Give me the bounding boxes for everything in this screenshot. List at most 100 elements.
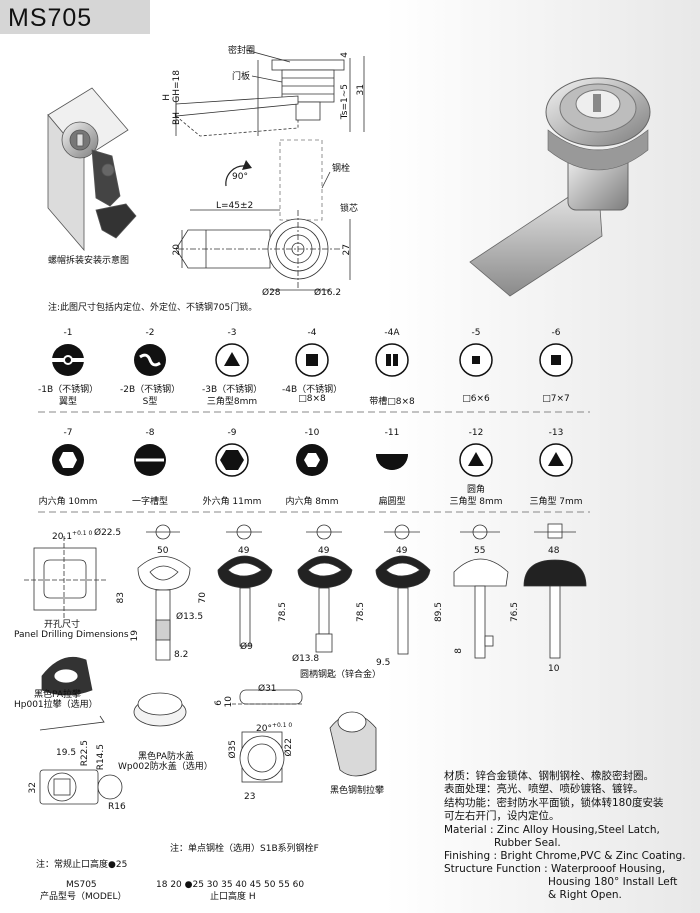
rotation-label: 90° — [232, 172, 248, 182]
wp002-en: Wp002防水盖（选用） — [118, 762, 213, 772]
insert-name-line1: 圆角 — [466, 485, 485, 495]
drill-en-label: Panel Drilling Dimensions — [14, 630, 129, 640]
accessories — [39, 656, 377, 805]
install-caption: 螺帽拆装安装示意图 — [48, 256, 130, 266]
insert-wing-icon — [48, 340, 88, 384]
page-title: MS705 — [8, 4, 93, 32]
side-view — [175, 49, 365, 137]
latch-dashed — [279, 139, 323, 221]
key4-height: 78.5 — [356, 602, 366, 623]
key1-width: 50 — [157, 546, 169, 556]
insert-name-line1: -3B（不锈钢） — [202, 385, 263, 395]
key5-height: 89.5 — [434, 602, 444, 623]
panel-drilling — [24, 536, 106, 620]
d16-label: Ø16.2 — [314, 288, 342, 298]
latch-label: 钢栓 — [332, 164, 351, 174]
key6-10: 10 — [548, 664, 560, 674]
height-values: 18 20 ●25 30 35 40 45 50 55 60 — [156, 880, 305, 890]
spec-en-material1: Material : Zinc Alloy Housing,Steel Latc… — [444, 824, 660, 836]
insert-hexout-icon — [212, 440, 252, 484]
drill-top-label: 20.1+0.1 0 — [52, 530, 93, 542]
bh-label: BH — [172, 112, 182, 125]
acc-r225: R22.5 — [80, 740, 90, 767]
key3-width: 49 — [318, 546, 330, 556]
hp001-cn: 黑色PA拉攀 — [34, 690, 82, 700]
seal-label: 密封圈 — [228, 46, 256, 56]
latch-note: 注：单点钢栓（选用）S1B系列钢栓F — [170, 844, 319, 854]
insert-name-line2: 带槽□8×8 — [369, 397, 415, 407]
key2-height: 70 — [198, 592, 208, 604]
insert-tri-icon — [212, 340, 252, 384]
key4-width: 49 — [396, 546, 408, 556]
insert-sq-icon — [292, 340, 332, 384]
insert-tri-icon — [536, 440, 576, 484]
acc-d35: Ø35 — [228, 740, 238, 759]
insert-code: -8 — [145, 428, 155, 438]
insert-name-line1: -4B（不锈钢） — [282, 385, 343, 395]
zinc-key-caption: 圆柄钢匙（锌合金） — [300, 670, 382, 680]
acc-r16: R16 — [108, 802, 126, 812]
front-view — [175, 209, 351, 291]
acc-d23: 23 — [244, 792, 256, 802]
height-note: 注：常规止口高度●25 — [36, 860, 128, 870]
insert-flat-icon — [372, 440, 412, 484]
insert-name-line2: 三角型8mm — [206, 397, 258, 407]
spec-en-function1: Structure Function : Waterprooof Housing… — [444, 863, 666, 875]
insert-code: -7 — [63, 428, 73, 438]
insert-code: -6 — [551, 328, 561, 338]
rotation-arrow — [225, 165, 247, 187]
insert-name-line2: □8×8 — [298, 394, 326, 404]
steel-pull-caption: 黑色钢制拉攀 — [330, 786, 385, 796]
d28-label: Ø28 — [262, 288, 281, 298]
key2-width: 49 — [238, 546, 250, 556]
insert-s-icon — [130, 340, 170, 384]
insert-code: -11 — [384, 428, 400, 438]
key2-diameter: Ø9 — [240, 642, 253, 652]
key3-height: 78.5 — [278, 602, 288, 623]
spec-cn-material: 材质：锌合金锁体、钢制钢栓、橡胶密封圈。 — [444, 770, 654, 782]
insert-name-line1: -1B（不锈钢） — [38, 385, 99, 395]
insert-code: -4A — [384, 328, 400, 338]
insert-name-line2: 内六角 8mm — [285, 497, 339, 507]
insert-sq7-icon — [536, 340, 576, 384]
core-label: 锁芯 — [340, 204, 359, 214]
d20-label: 20 — [172, 244, 182, 256]
insert-name-line2: □7×7 — [542, 394, 570, 404]
insert-name-line2: 扁圆型 — [378, 497, 406, 507]
d4-label: 4 — [340, 52, 350, 58]
acc-d22: Ø22 — [284, 738, 294, 757]
d31-label: 31 — [356, 84, 366, 96]
key1-diameter: Ø13.5 — [176, 612, 204, 622]
key1-height: 83 — [116, 592, 126, 604]
insert-code: -12 — [468, 428, 484, 438]
insert-code: -13 — [548, 428, 564, 438]
insert-name-line2: 三角型 7mm — [529, 497, 583, 507]
drill-diameter-label: Ø22.5 — [94, 528, 122, 538]
key6-height: 76.5 — [510, 602, 520, 623]
insert-hex8-icon — [292, 440, 332, 484]
acc-r145: R14.5 — [96, 744, 106, 771]
length-label: L=45±2 — [216, 201, 254, 211]
gh-label: GH=18 — [172, 70, 182, 103]
spec-en-function3: & Right Open. — [548, 889, 622, 901]
insert-sq6-icon — [456, 340, 496, 384]
acc-195: 19.5 — [56, 748, 77, 758]
dimension-note: 注:此图尺寸包括内定位、外定位、不锈钢705门锁。 — [48, 303, 258, 313]
insert-code: -5 — [471, 328, 481, 338]
model-value: MS705 — [66, 880, 97, 890]
insert-code: -9 — [227, 428, 237, 438]
insert-code: -10 — [304, 428, 320, 438]
key6-width: 48 — [548, 546, 560, 556]
title-tab: MS705 — [0, 0, 150, 34]
key1-19: 19 — [130, 630, 140, 642]
insert-tri-icon — [456, 440, 496, 484]
key5-width: 55 — [474, 546, 486, 556]
keys — [137, 523, 587, 661]
lock-photo — [469, 77, 651, 297]
acc-32: 32 — [28, 782, 38, 794]
install-illustration — [47, 87, 137, 252]
insert-name-line1: -2B（不锈钢） — [120, 385, 181, 395]
acc-d6: 6 — [214, 700, 224, 706]
insert-hex-icon — [48, 440, 88, 484]
